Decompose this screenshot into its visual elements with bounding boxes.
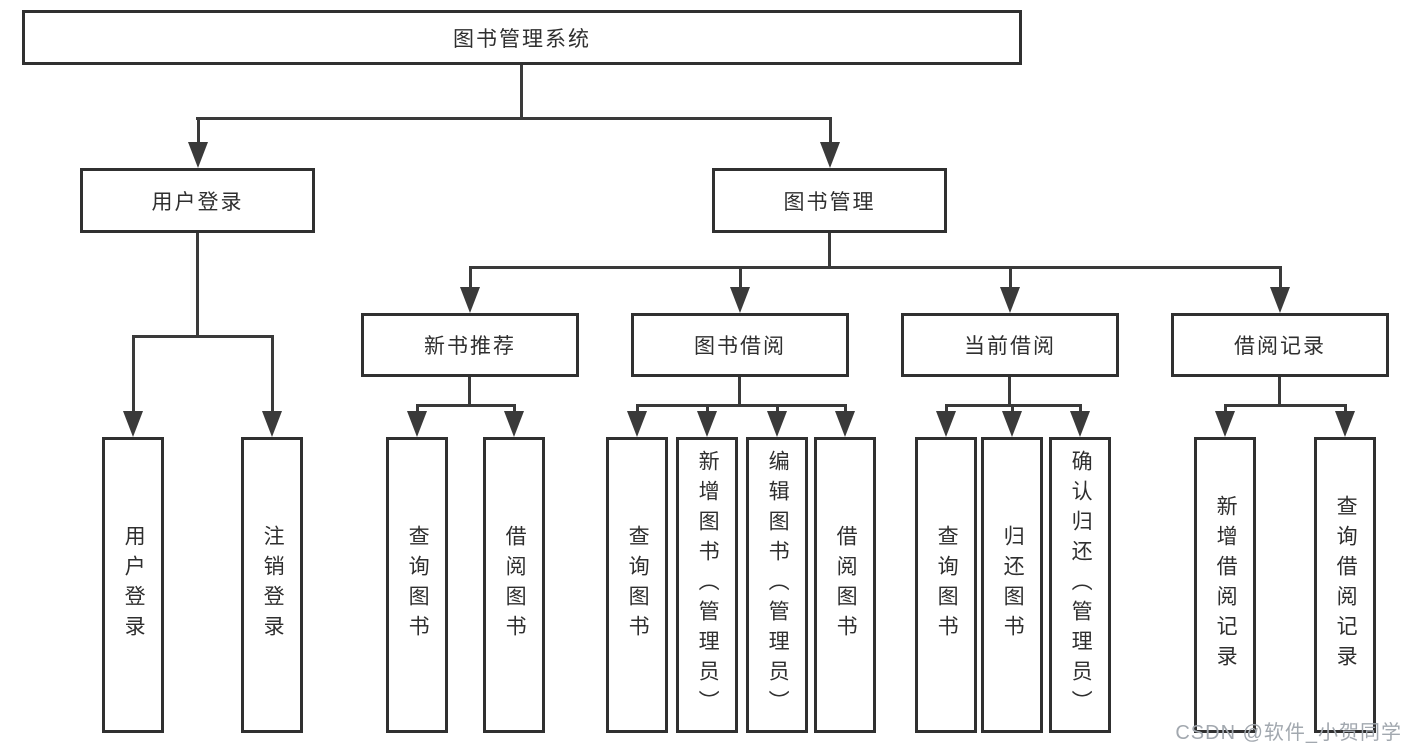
arrow-down-icon	[407, 404, 427, 437]
connector-line	[468, 377, 471, 406]
arrow-down-icon	[767, 404, 787, 437]
node-label: 新增借阅记录	[1214, 495, 1238, 675]
connector-line	[1008, 377, 1011, 406]
node-label: 查询借阅记录	[1334, 495, 1358, 675]
node-label: 归还图书	[1001, 525, 1025, 645]
arrow-down-icon	[188, 117, 208, 168]
arrow-down-icon	[730, 266, 750, 313]
node-label: 注销登录	[261, 525, 285, 645]
node-label: 查询图书	[935, 525, 959, 645]
node-user-login: 用户登录	[80, 168, 315, 233]
node-label: 图书借阅	[694, 335, 786, 358]
leaf-query-books-borrowing: 查询图书	[606, 437, 668, 733]
node-label: 借阅图书	[503, 525, 527, 645]
arrow-down-icon	[123, 335, 143, 437]
node-label: 新增图书（管理员）	[696, 450, 720, 720]
node-label: 借阅图书	[834, 525, 858, 645]
node-library-system: 图书管理系统	[22, 10, 1022, 65]
arrow-down-icon	[1000, 266, 1020, 313]
arrow-down-icon	[262, 335, 282, 437]
leaf-logout: 注销登录	[241, 437, 303, 733]
connector-line	[828, 233, 831, 268]
node-borrow-records: 借阅记录	[1171, 313, 1389, 377]
node-label: 查询图书	[406, 525, 430, 645]
arrow-down-icon	[1335, 404, 1355, 437]
arrow-down-icon	[936, 404, 956, 437]
node-label: 查询图书	[626, 525, 650, 645]
leaf-query-borrow-record: 查询借阅记录	[1314, 437, 1376, 733]
leaf-borrow-books: 借阅图书	[814, 437, 876, 733]
arrow-down-icon	[1270, 266, 1290, 313]
csdn-watermark: CSDN @软件_小贺同学	[1175, 722, 1402, 744]
leaf-confirm-return-admin: 确认归还（管理员）	[1049, 437, 1111, 733]
connector-line	[520, 65, 523, 120]
node-label: 图书管理	[783, 190, 876, 214]
connector-line	[196, 117, 831, 120]
leaf-user-login: 用户登录	[102, 437, 164, 733]
arrow-down-icon	[627, 404, 647, 437]
arrow-down-icon	[1215, 404, 1235, 437]
node-label: 当前借阅	[964, 335, 1056, 358]
node-label: 用户登录	[151, 190, 244, 214]
arrow-down-icon	[460, 266, 480, 313]
arrow-down-icon	[697, 404, 717, 437]
leaf-query-books-recommend: 查询图书	[386, 437, 448, 733]
node-book-borrowing: 图书借阅	[631, 313, 849, 377]
node-label: 用户登录	[122, 525, 146, 645]
leaf-add-book-admin: 新增图书（管理员）	[676, 437, 738, 733]
node-label: 确认归还（管理员）	[1069, 450, 1093, 720]
node-new-book-recommendation: 新书推荐	[361, 313, 579, 377]
leaf-borrow-books-recommend: 借阅图书	[483, 437, 545, 733]
leaf-edit-book-admin: 编辑图书（管理员）	[746, 437, 808, 733]
connector-line	[738, 377, 741, 406]
connector-line	[416, 404, 516, 407]
leaf-add-borrow-record: 新增借阅记录	[1194, 437, 1256, 733]
node-label: 图书管理系统	[453, 27, 591, 51]
arrow-down-icon	[1070, 404, 1090, 437]
arrow-down-icon	[1002, 404, 1022, 437]
node-current-borrowing: 当前借阅	[901, 313, 1119, 377]
arrow-down-icon	[820, 117, 840, 168]
arrow-down-icon	[504, 404, 524, 437]
connector-line	[469, 266, 1281, 269]
connector-line	[636, 404, 847, 407]
node-label: 借阅记录	[1234, 335, 1326, 358]
connector-line	[132, 335, 273, 338]
arrow-down-icon	[835, 404, 855, 437]
connector-line	[1278, 377, 1281, 406]
leaf-return-book: 归还图书	[981, 437, 1043, 733]
node-book-management: 图书管理	[712, 168, 947, 233]
leaf-query-books-current: 查询图书	[915, 437, 977, 733]
connector-line	[196, 233, 199, 337]
node-label: 编辑图书（管理员）	[766, 450, 790, 720]
node-label: 新书推荐	[424, 335, 516, 358]
connector-line	[1224, 404, 1347, 407]
